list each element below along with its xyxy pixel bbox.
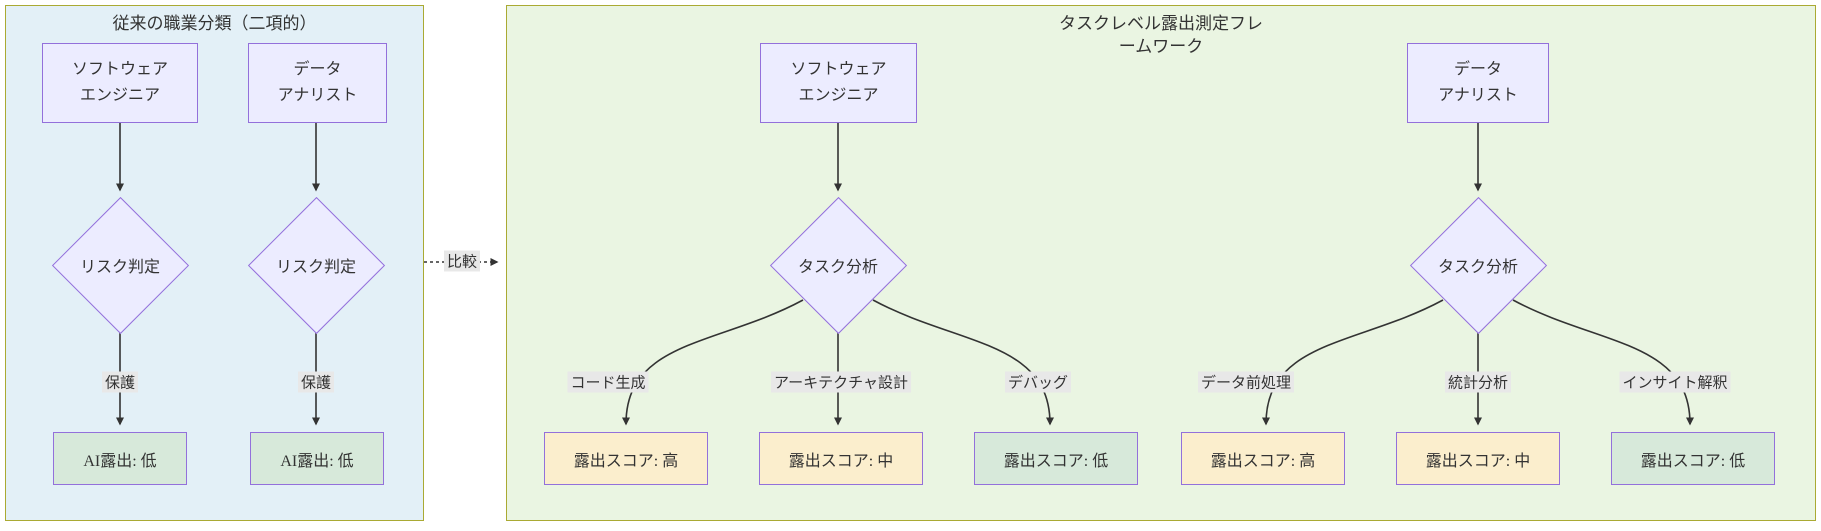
result-se-architecture-design: 露出スコア: 中 bbox=[759, 432, 923, 485]
result-left-da: AI露出: 低 bbox=[250, 432, 384, 485]
decision-left-se-label: リスク判定 bbox=[79, 259, 160, 276]
result-left-se: AI露出: 低 bbox=[53, 432, 187, 485]
cluster-title-traditional: 従来の職業分類（二項的） bbox=[112, 14, 317, 33]
result-se-code-generation: 露出スコア: 高 bbox=[544, 432, 708, 485]
decision-left-da-label: リスク判定 bbox=[275, 259, 356, 276]
result-se-debugging: 露出スコア: 低 bbox=[974, 432, 1138, 485]
cluster-title-framework: タスクレベル露出測定フレ ームワーク bbox=[1059, 14, 1263, 56]
result-da-statistical-analysis: 露出スコア: 中 bbox=[1396, 432, 1560, 485]
result-da-insight-interpretation: 露出スコア: 低 bbox=[1611, 432, 1775, 485]
edge-label-architecture-design: アーキテクチャ設計 bbox=[771, 371, 911, 393]
edge-label-debugging: デバッグ bbox=[1004, 371, 1072, 393]
edge-label-protect-se: 保護 bbox=[101, 371, 139, 393]
node-right-software-engineer: ソフトウェア エンジニア bbox=[760, 43, 917, 123]
edge-label-compare: 比較 bbox=[443, 250, 481, 272]
edge-label-data-preprocessing: データ前処理 bbox=[1197, 371, 1295, 393]
edge-label-statistical-analysis: 統計分析 bbox=[1444, 371, 1512, 393]
edge-label-protect-da: 保護 bbox=[297, 371, 335, 393]
node-left-data-analyst: データ アナリスト bbox=[248, 43, 387, 123]
cluster-task-level-framework: タスクレベル露出測定フレ ームワーク bbox=[506, 5, 1816, 521]
decision-right-se-label: タスク分析 bbox=[797, 259, 878, 276]
edge-label-code-generation: コード生成 bbox=[567, 371, 649, 393]
node-left-software-engineer: ソフトウェア エンジニア bbox=[42, 43, 198, 123]
result-da-data-preprocessing: 露出スコア: 高 bbox=[1181, 432, 1345, 485]
edge-label-insight-interpretation: インサイト解釈 bbox=[1619, 371, 1731, 393]
decision-right-da-label: タスク分析 bbox=[1437, 259, 1518, 276]
node-right-data-analyst: データ アナリスト bbox=[1407, 43, 1549, 123]
